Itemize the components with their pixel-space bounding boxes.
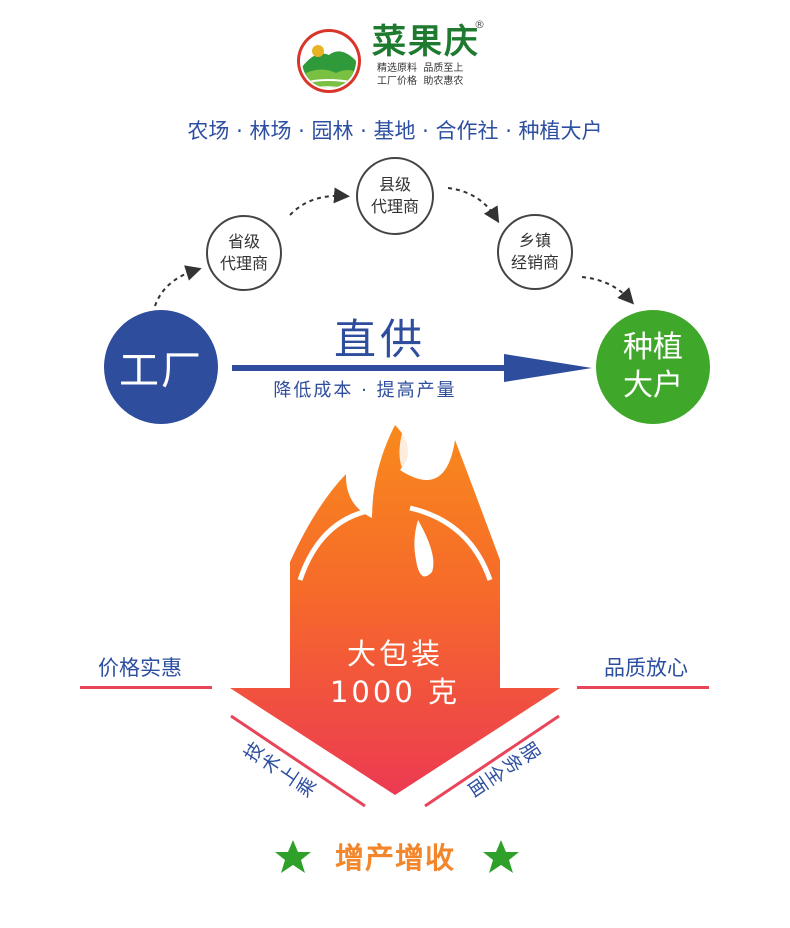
- flame-inner-swirl-left: [297, 507, 373, 581]
- feature-price: 价格实惠: [98, 656, 182, 680]
- arrow-factory-to-provincial: [154, 265, 202, 307]
- star-right-icon: [483, 840, 519, 873]
- direct-supply-subtitle: 降低成本 · 提高产量: [273, 380, 457, 401]
- node-township-line2: 经销商: [510, 253, 559, 272]
- factory-circle: 工厂: [104, 310, 218, 424]
- feature-quality: 品质放心: [604, 656, 688, 680]
- grower-line2: 大户: [623, 368, 683, 403]
- right-feature-line: [577, 686, 709, 689]
- brand-name: 菜果庆: [372, 22, 480, 62]
- brand-slogan: 精选原料 品质至上 工厂价格 助农惠农: [377, 63, 464, 87]
- bottom-right-feature-line: [424, 714, 560, 808]
- left-feature-line: [80, 686, 212, 689]
- bottom-slogan: 增产增收: [334, 841, 455, 875]
- node-county-line1: 县级: [378, 175, 411, 194]
- channel-list: 农场 · 林场 · 园林 · 基地 · 合作社 · 种植大户: [187, 119, 603, 143]
- node-provincial-line2: 代理商: [219, 254, 268, 273]
- node-township-line1: 乡镇: [518, 231, 551, 250]
- bottom-left-feature-line: [230, 714, 366, 808]
- node-provincial-agent: 省级 代理商: [206, 215, 282, 291]
- node-provincial-line1: 省级: [227, 232, 260, 251]
- arrow-township-to-grower: [581, 276, 635, 305]
- package-weight: 1000 克: [329, 675, 461, 709]
- node-county-line2: 代理商: [370, 197, 419, 216]
- node-county-agent: 县级 代理商: [356, 157, 434, 235]
- grower-line1: 种植: [623, 330, 683, 365]
- direct-supply-title: 直供: [333, 315, 426, 364]
- flame-inner-drop: [414, 520, 434, 577]
- direct-arrow-head: [504, 354, 592, 382]
- star-left-icon: [275, 840, 311, 873]
- direct-arrow-shaft: [232, 365, 522, 371]
- flame-arrow-body: [230, 425, 560, 795]
- flame-inner-swirl-right: [409, 505, 493, 581]
- grower-circle: 种植 大户: [596, 310, 710, 424]
- brand-logo-icon: [297, 29, 361, 93]
- package-label: 大包装: [346, 637, 443, 671]
- flame-top-tip: [399, 426, 409, 468]
- registered-mark: ®: [474, 18, 485, 31]
- node-township-dealer: 乡镇 经销商: [497, 214, 573, 290]
